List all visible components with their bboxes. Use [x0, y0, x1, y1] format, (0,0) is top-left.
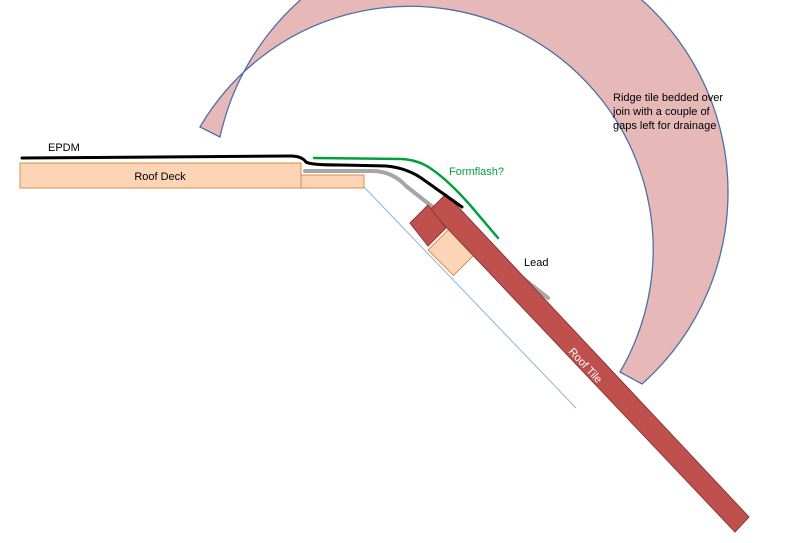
roof-deck-label: Roof Deck [134, 171, 186, 183]
roof-tile [429, 193, 750, 533]
ridge-note-line1: Ridge tile bedded over [613, 92, 723, 104]
epdm-membrane [20, 154, 464, 209]
slope-line [363, 186, 577, 409]
formflash-label: Formflash? [449, 166, 504, 178]
ridge-note-line3: gaps left for drainage [613, 120, 716, 132]
ridge-note-line2: join with a couple of [612, 106, 711, 118]
roof-tile-nib [409, 204, 447, 247]
formflash [312, 156, 500, 240]
epdm-label: EPDM [48, 142, 80, 154]
roof-deck-extension [300, 174, 365, 189]
lead-label: Lead [524, 257, 548, 269]
ridge-tile [199, 0, 729, 385]
lead-flashing [303, 169, 550, 300]
